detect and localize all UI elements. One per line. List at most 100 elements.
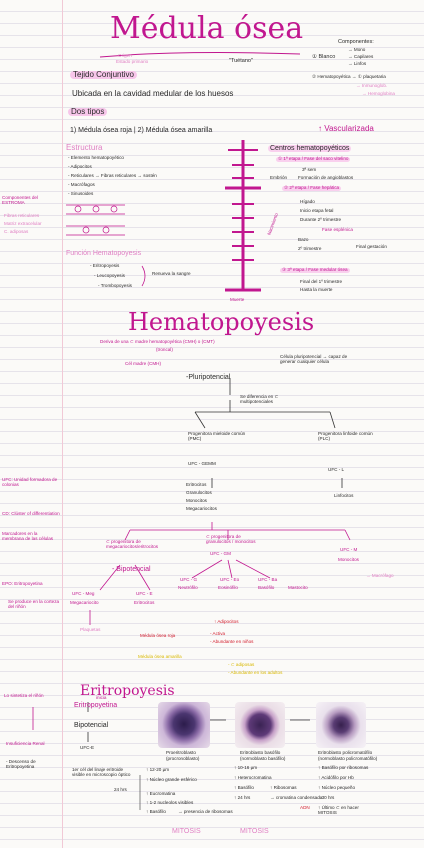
right-note-1: → Hemoglobina xyxy=(362,91,395,96)
estroma-item-0: Fibras reticulares xyxy=(4,213,40,218)
hemato-deriva-sub: (troncal) xyxy=(156,347,173,352)
hemato-title: Hematopoyesis xyxy=(128,308,315,336)
ufc-e-label: UFC - E xyxy=(136,591,153,596)
ufc-gm-label: UFC - GM xyxy=(210,551,231,556)
eritrocitos-label: Eritrocitos xyxy=(134,600,155,605)
mitosis-label-2: MITOSIS xyxy=(240,828,269,835)
col1-item-0: ↑ 12-20 µm xyxy=(146,767,170,772)
ufc-meg-label: UFC - Meg xyxy=(72,591,95,596)
eritro-bipotencial: Bipotencial xyxy=(74,722,109,729)
cd-sub: Marcadores en la membrana de las células xyxy=(2,531,54,541)
estructura-item-0: - Elemento hematopoyético xyxy=(68,155,124,160)
cell2-sub: (normoblasto basófilo) xyxy=(240,756,286,761)
etapa2-label: ② 2ª etapa / Fase hepática xyxy=(282,185,342,191)
bazo-label: Bazo xyxy=(298,237,309,242)
funcion-title: Función Hematopoyesis xyxy=(66,250,142,257)
mieloide-item-3: Megacariocitos xyxy=(186,506,217,511)
origin-sub: Estado primario xyxy=(116,59,149,64)
origin-label: Origen xyxy=(118,53,132,58)
formacion-label: Formación de angioblastos xyxy=(298,175,354,180)
col2-extra-0: ↑ Ribosomas xyxy=(270,785,297,790)
bipotencial-label: - Bipotencial xyxy=(112,566,151,573)
cd-definition: CD: Clúster of differentiation xyxy=(2,511,60,516)
vascularizada-label: ↑ Vascularizada xyxy=(318,124,374,133)
ufc-eo-label: UFC - Eo xyxy=(220,577,240,582)
col2-extra-1: → cromatina condensada xyxy=(270,795,323,800)
dos-tipos-label: Dos tipos xyxy=(68,108,108,116)
durante-label: Durante 2º trimestre xyxy=(300,217,341,222)
cell1-sub: (procronoblasto) xyxy=(166,756,200,761)
mieloide-item-2: Monocitos xyxy=(186,498,207,503)
tuetano-label: "Tuétano" xyxy=(229,58,253,64)
descenso-label: - Descenso de Eritropoyetina xyxy=(6,759,36,769)
margin-line xyxy=(62,0,63,848)
pluri-note: Célula pluripotencial → capaz de generar… xyxy=(280,354,348,364)
epo-definition: EPO: Eritropoyetina xyxy=(2,581,43,586)
unidad-note: 1er cél del linaje eritroide visible en … xyxy=(72,767,131,777)
pluripotencial-label: -Pluripotencial xyxy=(186,374,231,381)
col2-item-0: ↑ 10-16 µm xyxy=(234,765,258,770)
cell1-label: Proeritroblasto xyxy=(166,750,196,755)
cel-madre-label: Cél madre (CMH) xyxy=(125,361,161,366)
ufc-m-label: UFC - M xyxy=(340,547,358,552)
mastocito-label: Mastocito xyxy=(288,585,308,590)
etapa3-label: ③ 3ª etapa / Fase medular ósea xyxy=(280,267,350,273)
prog-mieloide: Progenitora mieloide común (PMC) xyxy=(188,431,246,441)
embrion-label: Embrión xyxy=(270,175,288,180)
col3-item-2: ↑ Núcleo pequeño xyxy=(318,785,356,790)
componente-1: → Capilares xyxy=(348,54,374,59)
hasta-label: Hasta la muerte xyxy=(300,287,333,292)
neutrofilo-label: Neutrófilo xyxy=(178,585,198,590)
proeritroblasto-image xyxy=(158,702,210,748)
roja-item-0: - Activa xyxy=(210,631,226,636)
eritro-ufc-e: UFC-E xyxy=(80,745,95,750)
funcion-item-2: - Trombopoyesis xyxy=(98,283,132,288)
componentes-title: Componentes: xyxy=(338,39,374,45)
fase-esplenica-label: Fase esplénica xyxy=(322,227,353,232)
muerte-label: Muerte xyxy=(230,297,245,302)
blanco-label: ① Blanco xyxy=(312,54,336,60)
right-note-0: → Inmunoglob. xyxy=(356,83,388,88)
inicia-label: inicia xyxy=(96,695,107,700)
col3-item-1: ↑ Acidófilo por Hb xyxy=(318,775,354,780)
sem-label: 3ª sem xyxy=(302,167,317,172)
linfocitos-label: Linfocitos xyxy=(334,493,354,498)
final-gest-label: Final gestación xyxy=(356,244,387,249)
ufc-gemm-label: UFC - GEMM xyxy=(188,461,216,466)
estructura-item-3: - Macrófagos xyxy=(68,182,95,187)
tejido-label: Tejido Conjuntivo xyxy=(70,71,137,79)
funcion-item-1: - Leucopoyesis xyxy=(94,273,125,278)
col2-item-3: ↑ 24 hrs xyxy=(234,795,251,800)
col1-extra: → presencia de ribosomas xyxy=(178,809,233,814)
estroma-title: Componentes del ESTROMA xyxy=(2,195,39,205)
trimestre2-label: 2º trimestre xyxy=(298,246,322,251)
hematopoyetica-label: ② Hematopoyética → ① plaquetaria xyxy=(312,74,386,79)
prog-linfoide: Progenitora linfoide común (PLC) xyxy=(318,431,373,441)
epo-sub: Se produce en la corteza del riñón xyxy=(8,599,60,609)
tipos-text: 1) Médula ósea roja | 2) Médula ósea ama… xyxy=(70,127,213,134)
roja-item-1: - Abundante en niños xyxy=(210,639,254,644)
col1-item-3: ↑ 1-2 nucleolos visibles xyxy=(146,800,194,805)
col3-item-4: ↑ Último ⊂ en hacer MITOSIS xyxy=(318,805,359,815)
col2-item-2: ↑ Basófilo xyxy=(234,785,254,790)
eosinofilo-label: Eosinófilo xyxy=(218,585,238,590)
col1-item-2: ↑ Eucromatina xyxy=(146,791,176,796)
col1-item-4: ↑ Basófilo xyxy=(146,809,166,814)
mieloide-item-1: Granulocitos xyxy=(186,490,212,495)
funcion-note: Renueva la sangre xyxy=(152,271,191,276)
amarilla-item-1: - Abundante en los adultos xyxy=(228,670,283,675)
adn-note: ADN xyxy=(300,805,310,810)
funcion-item-0: - Eritropoyesis xyxy=(90,263,120,268)
prog-megacario: ⊂ progenitora de megacariocitos/eritroci… xyxy=(106,539,159,549)
page-title: Médula ósea xyxy=(110,11,304,46)
col1-time: 24 hrs xyxy=(114,787,127,792)
componente-2: → Linfos xyxy=(348,61,367,66)
ubicada-text: Ubicada en la cavidad medular de los hue… xyxy=(72,89,234,98)
cell3-label: Eritroblasto policromatófilo xyxy=(318,750,373,755)
final-1t-label: Final del 1º trimestre xyxy=(300,279,343,284)
mieloide-item-0: Eritrocitos xyxy=(186,482,207,487)
estructura-item-2: - Reticulares → Fibras reticulares → sos… xyxy=(68,173,157,178)
prog-granulo: ⊂ progenitora de granulocitos / monocito… xyxy=(206,534,256,544)
medula-amarilla-label: Médula ósea amarilla xyxy=(138,654,182,659)
